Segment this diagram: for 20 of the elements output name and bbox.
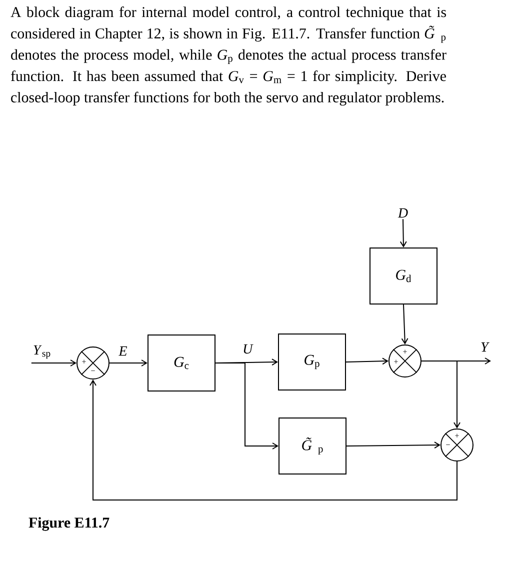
block-box: G$_{d}$: [370, 248, 438, 304]
arrow: [215, 362, 278, 450]
arrow: [401, 304, 408, 344]
figure-caption: Figure E11.7: [28, 517, 110, 531]
arrow: [421, 360, 460, 428]
arrow: [90, 380, 458, 500]
signal-label: Y$_{sp}$: [34, 345, 50, 359]
arrow: [400, 218, 407, 248]
arrow: [109, 360, 148, 366]
arrow: [30, 360, 76, 366]
block-box: G̃$_{p}$: [278, 418, 346, 474]
edge-label: E: [118, 346, 128, 356]
arrow: [346, 442, 440, 449]
arrow: [346, 358, 388, 365]
signal-label: Y: [481, 342, 490, 352]
block-box: G$_{p}$: [278, 334, 346, 390]
block-box: G$_{c}$: [148, 334, 216, 392]
signal-label: D: [398, 208, 408, 218]
problem-text: A block diagram for internal model control, a control technique that is considered in Chapter 12, is shown in Fig. E11.7. Transfer function G̃$_{p}$ denotes the process model, while G$_{p}$ denotes the actual process transfer function. It has been assumed that G$_{v}$ = G$_{m}$ = 1 for simplicity. Derive closed-loop transfer functions for both the servo and regulator problems.: [10, 6, 446, 106]
edge-label: U: [244, 344, 254, 354]
